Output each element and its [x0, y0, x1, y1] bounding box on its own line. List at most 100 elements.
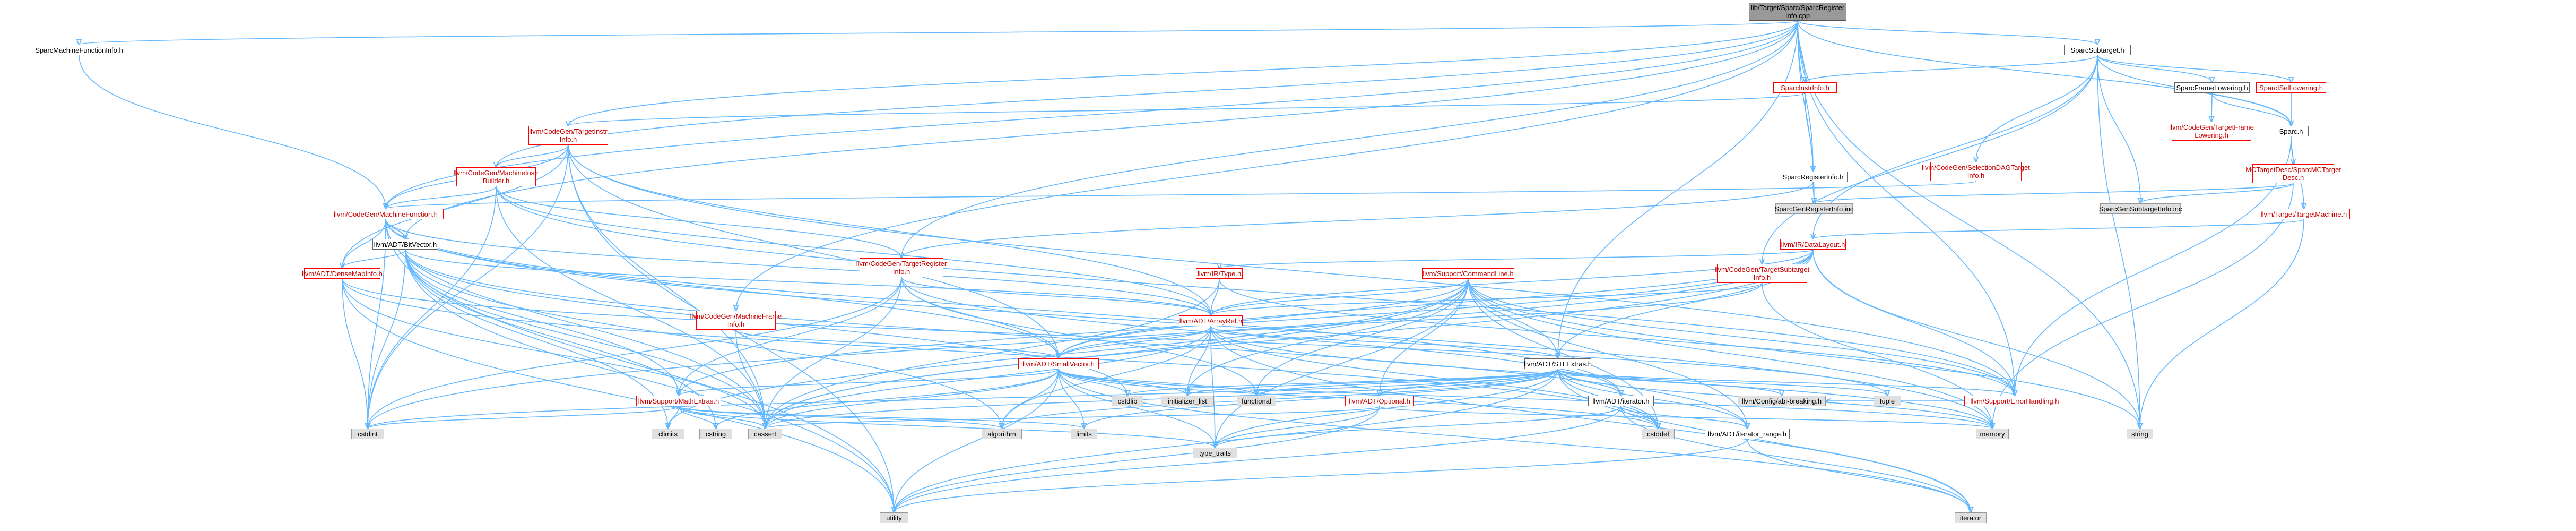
node-machine-instr-builder[interactable]: llvm/CodeGen/MachineInstr Builder.h: [454, 167, 539, 186]
include-edge: [368, 406, 679, 429]
node-adt-optional[interactable]: llvm/ADT/Optional.h: [1345, 396, 1414, 406]
node-cstdint[interactable]: cstdint: [351, 429, 384, 439]
node-ir-type[interactable]: llvm/IR/Type.h: [1196, 268, 1243, 279]
include-edge: [679, 249, 1814, 396]
node-target-instr-info[interactable]: llvm/CodeGen/TargetInstr Info.h: [528, 126, 608, 145]
include-edge: [901, 277, 1256, 396]
include-edge: [894, 369, 1059, 512]
node-selection-dag-target-info[interactable]: llvm/CodeGen/SelectionDAGTarget Info.h: [1922, 162, 2030, 181]
include-edge: [1557, 369, 1971, 512]
node-sparc-frame-lowering[interactable]: SparcFrameLowering.h: [2174, 82, 2250, 93]
include-edge: [342, 278, 1658, 429]
include-edge: [1215, 278, 1469, 448]
include-edge: [1084, 369, 1558, 429]
node-cstring[interactable]: cstring: [699, 429, 732, 439]
node-iterator-range[interactable]: llvm/ADT/iterator_range.h: [1705, 429, 1790, 439]
include-edge: [2097, 55, 2140, 429]
node-sparc-gen-register-info-inc[interactable]: SparcGenRegisterInfo.inc: [1775, 203, 1853, 214]
include-edge: [1219, 249, 1814, 268]
include-edge: [342, 278, 765, 429]
include-edge: [678, 406, 1002, 429]
include-edge: [1002, 326, 1211, 429]
node-command-line[interactable]: llvm/Support/CommandLine.h: [1422, 268, 1514, 279]
node-sparc-instr-info[interactable]: SparcInstrInfo.h: [1773, 82, 1837, 93]
node-cstddef[interactable]: cstddef: [1642, 429, 1675, 439]
node-limits[interactable]: limits: [1071, 429, 1097, 439]
node-memory[interactable]: memory: [1976, 429, 2009, 439]
node-type-traits[interactable]: type_traits: [1193, 448, 1237, 458]
node-root-file[interactable]: lib/Target/Sparc/SparcRegister Info.cpp: [1749, 3, 1846, 21]
node-target-frame-lowering[interactable]: llvm/CodeGen/TargetFrame Lowering.h: [2169, 122, 2254, 141]
include-edge: [901, 277, 1621, 396]
include-edge: [1468, 278, 1747, 429]
node-ir-datalayout[interactable]: llvm/IR/DataLayout.h: [1780, 239, 1846, 250]
node-bitvector[interactable]: llvm/ADT/BitVector.h: [372, 239, 438, 250]
node-utility[interactable]: utility: [880, 512, 908, 523]
node-sparc-gen-subtarget-info-inc[interactable]: SparcGenSubtargetInfo.inc: [2099, 203, 2182, 214]
node-adt-iterator[interactable]: llvm/ADT/iterator.h: [1588, 396, 1654, 406]
include-edge: [765, 278, 1220, 429]
node-initializer-list[interactable]: initializer_list: [1161, 396, 1214, 406]
node-math-extras[interactable]: llvm/Support/MathExtras.h: [636, 396, 721, 406]
include-edge: [894, 369, 1558, 512]
include-edge: [1468, 278, 2015, 396]
include-edge: [716, 369, 1059, 429]
node-sparc-isel-lowering[interactable]: SparcISelLowering.h: [2256, 82, 2326, 93]
node-machine-frame-info[interactable]: llvm/CodeGen/MachineFrame Info.h: [690, 311, 782, 330]
node-cassert[interactable]: cassert: [748, 429, 782, 439]
include-edge: [679, 277, 902, 396]
node-mc-target-desc[interactable]: MCTargetDesc/SparcMCTarget Desc.h: [2245, 164, 2341, 183]
include-edge: [1468, 278, 1558, 358]
node-sparc-h[interactable]: Sparc.h: [2274, 126, 2309, 136]
include-edge: [2140, 219, 2304, 429]
include-edge: [79, 20, 1798, 45]
node-abi-breaking[interactable]: llvm/Config/abi-breaking.h: [1738, 396, 1826, 406]
node-machine-function[interactable]: llvm/CodeGen/MachineFunction.h: [328, 209, 444, 219]
include-edge: [678, 406, 1215, 448]
include-edge: [1058, 369, 1215, 448]
node-sparc-subtarget[interactable]: SparcSubtarget.h: [2064, 45, 2131, 55]
include-edge: [735, 329, 1059, 358]
include-edge: [1762, 55, 2098, 264]
include-edge: [1797, 20, 2097, 45]
include-edge: [386, 186, 497, 209]
node-string[interactable]: string: [2127, 429, 2153, 439]
include-edge: [368, 219, 386, 429]
include-edge: [1813, 55, 2098, 239]
node-sparc-machine-function-info[interactable]: SparcMachineFunctionInfo.h: [32, 45, 126, 55]
include-edge: [765, 277, 902, 429]
node-tuple[interactable]: tuple: [1874, 396, 1901, 406]
node-target-machine[interactable]: llvm/Target/TargetMachine.h: [2258, 209, 2350, 219]
node-target-subtarget-info[interactable]: llvm/CodeGen/TargetSubtarget Info.h: [1715, 264, 1809, 283]
node-smallvector[interactable]: llvm/ADT/SmallVector.h: [1018, 358, 1099, 369]
include-edge: [1468, 278, 2140, 429]
include-edge: [342, 144, 569, 268]
include-edge: [894, 439, 1748, 512]
node-target-register-info[interactable]: llvm/CodeGen/TargetRegister Info.h: [856, 258, 947, 277]
include-edge: [568, 144, 2015, 396]
include-edge: [1813, 219, 2304, 239]
node-densemap-info[interactable]: llvm/ADT/DenseMapInfo.h: [302, 268, 383, 279]
node-sparc-register-info[interactable]: SparcRegisterInfo.h: [1779, 172, 1848, 182]
node-stlextras[interactable]: llvm/ADT/STLExtras.h: [1524, 358, 1592, 369]
node-error-handling[interactable]: llvm/Support/ErrorHandling.h: [1964, 396, 2065, 406]
node-iterator-std[interactable]: iterator: [1955, 512, 1987, 523]
include-edge: [1380, 369, 1558, 396]
include-edge: [368, 249, 1814, 429]
include-edge: [405, 249, 765, 429]
node-arrayref[interactable]: llvm/ADT/ArrayRef.h: [1179, 315, 1243, 326]
node-climits[interactable]: climits: [652, 429, 684, 439]
include-edge: [368, 186, 497, 429]
include-edge: [1468, 278, 1992, 429]
include-edge: [1976, 55, 2098, 162]
include-edge: [385, 219, 894, 512]
include-edge: [1805, 55, 2098, 82]
include-edge: [736, 20, 1798, 311]
include-edge: [765, 369, 1059, 429]
include-edge: [894, 406, 1621, 512]
include-edge: [679, 369, 1059, 396]
node-functional[interactable]: functional: [1237, 396, 1276, 406]
node-cstdlib[interactable]: cstdlib: [1112, 396, 1143, 406]
node-algorithm[interactable]: algorithm: [982, 429, 1022, 439]
include-edge: [1215, 406, 1380, 448]
